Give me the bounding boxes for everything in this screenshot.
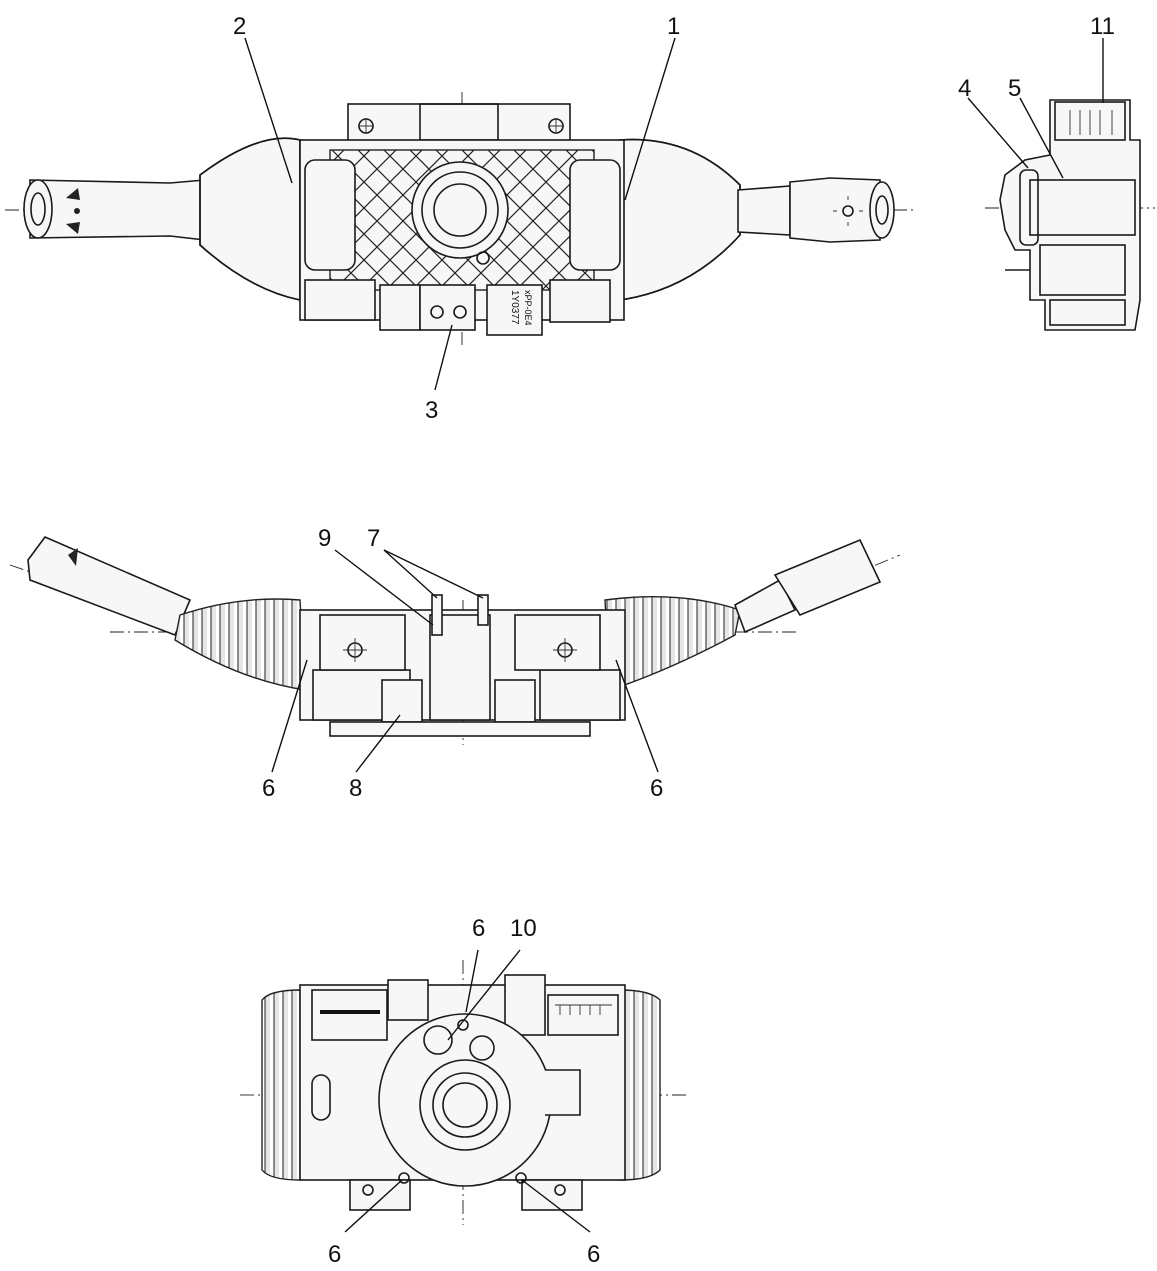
leader-6-left — [271, 659, 308, 773]
leader-5 — [1019, 97, 1064, 179]
callout-1: 1 — [667, 13, 680, 40]
part-marking-1: 1Y0377 — [509, 290, 520, 325]
leader-6-rear-top — [465, 949, 479, 1013]
leader-9 — [334, 549, 434, 626]
callout-2: 2 — [233, 13, 246, 40]
leader-7a — [383, 549, 438, 599]
right-lever — [619, 138, 895, 301]
leader-7b — [383, 549, 484, 599]
front-view: 1Y0377 xPP-0E4 2 1 3 — [5, 13, 915, 424]
callout-6-rear-left: 6 — [328, 1241, 341, 1268]
rear-view: 6 10 6 6 — [240, 915, 690, 1268]
leader-6-rear-right — [521, 1179, 591, 1233]
leader-2 — [244, 37, 293, 184]
callout-6-right: 6 — [650, 775, 663, 802]
callout-8: 8 — [349, 775, 362, 802]
switch-body-front: 1Y0377 xPP-0E4 — [299, 103, 625, 336]
side-view: 4 5 11 — [958, 13, 1155, 331]
callout-6-rear-top: 6 — [472, 915, 485, 942]
callout-3: 3 — [425, 397, 438, 424]
leader-4 — [967, 97, 1029, 169]
part-marking-2: xPP-0E4 — [523, 290, 533, 326]
callout-5: 5 — [1008, 75, 1021, 102]
callout-7: 7 — [367, 525, 380, 552]
callout-4: 4 — [958, 75, 971, 102]
callout-9: 9 — [318, 525, 331, 552]
left-lever — [23, 137, 301, 301]
leader-1 — [624, 37, 676, 201]
callout-6-rear-right: 6 — [587, 1241, 600, 1268]
callout-6-left: 6 — [262, 775, 275, 802]
callout-11: 11 — [1090, 13, 1115, 40]
leader-8 — [355, 714, 401, 773]
callout-10: 10 — [510, 915, 537, 942]
leader-3 — [434, 324, 453, 391]
leader-10 — [447, 949, 521, 1041]
top-view: 9 7 6 8 6 — [9, 525, 901, 802]
leader-6-rear-left — [344, 1179, 403, 1233]
leader-6-right — [615, 659, 659, 773]
